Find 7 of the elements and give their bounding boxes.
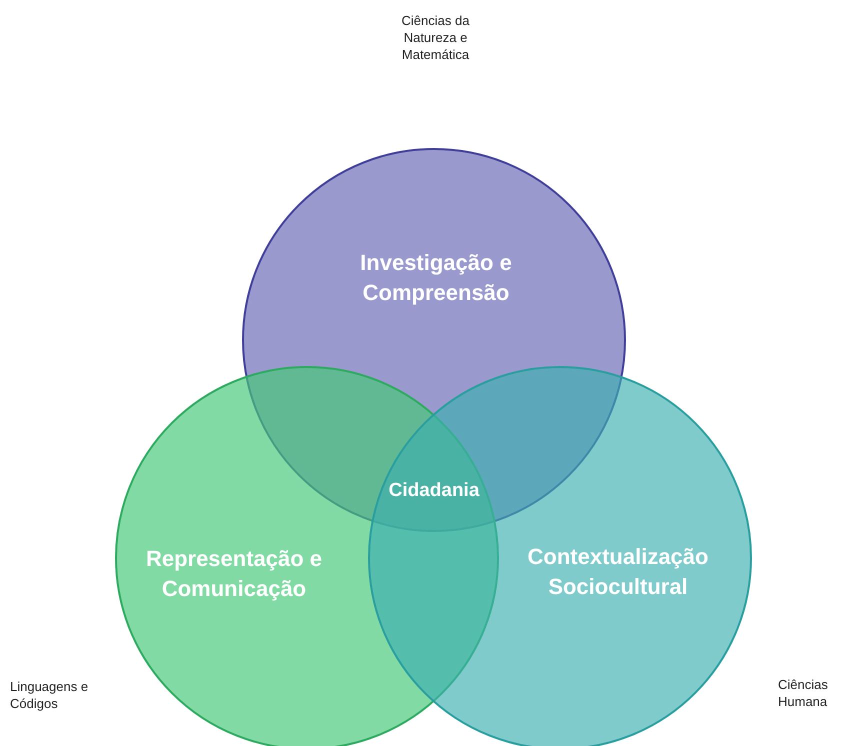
area-caption: Ciências Humana [778,676,829,710]
circle-label: Representação e Comunicação [144,545,324,603]
circle-label: Contextualização Sociocultural [526,543,710,601]
circle-label: Investigação e Compreensão [359,249,513,307]
intersection-label: Cidadania [388,479,480,503]
area-caption: Ciências da Natureza e Matemática [400,12,470,63]
area-caption: Linguagens e Códigos [10,678,90,712]
